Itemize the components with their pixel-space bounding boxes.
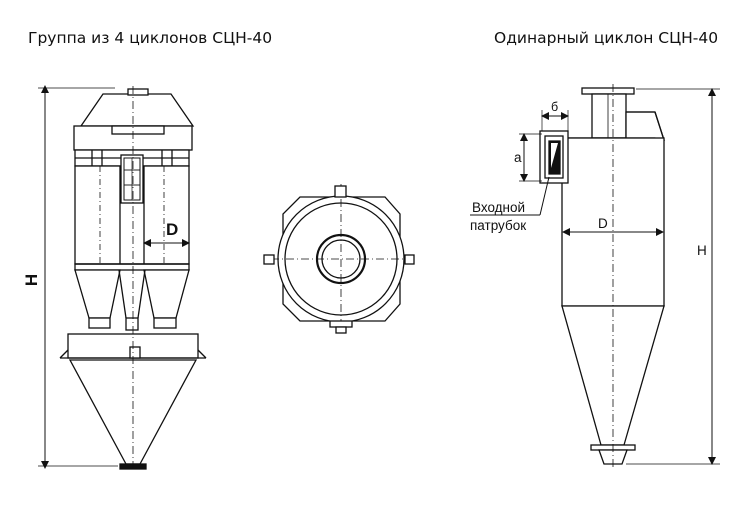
group-top-view-drawing [263,184,415,334]
inlet-label-line1: Входной [472,200,525,215]
group-height-label: H [22,274,41,286]
single-height-label: H [697,243,707,258]
title-group-cyclones: Группа из 4 циклонов СЦН-40 [28,29,273,47]
single-height-dimension [626,88,720,465]
single-cyclone-drawing [539,84,665,470]
group-height-dimension [38,85,118,469]
inlet-leader-line [470,176,550,216]
single-a-label: а [514,150,522,165]
single-a-dimension [519,133,542,182]
group-cyclone-drawing [59,86,207,470]
inlet-label-line2: патрубок [470,218,526,233]
title-single-cyclone: Одинарный циклон СЦН-40 [494,29,719,47]
single-b-dimension [541,110,569,131]
single-diameter-label: D [598,216,608,231]
group-diameter-label: D [166,220,178,239]
single-b-label: б [551,100,558,114]
